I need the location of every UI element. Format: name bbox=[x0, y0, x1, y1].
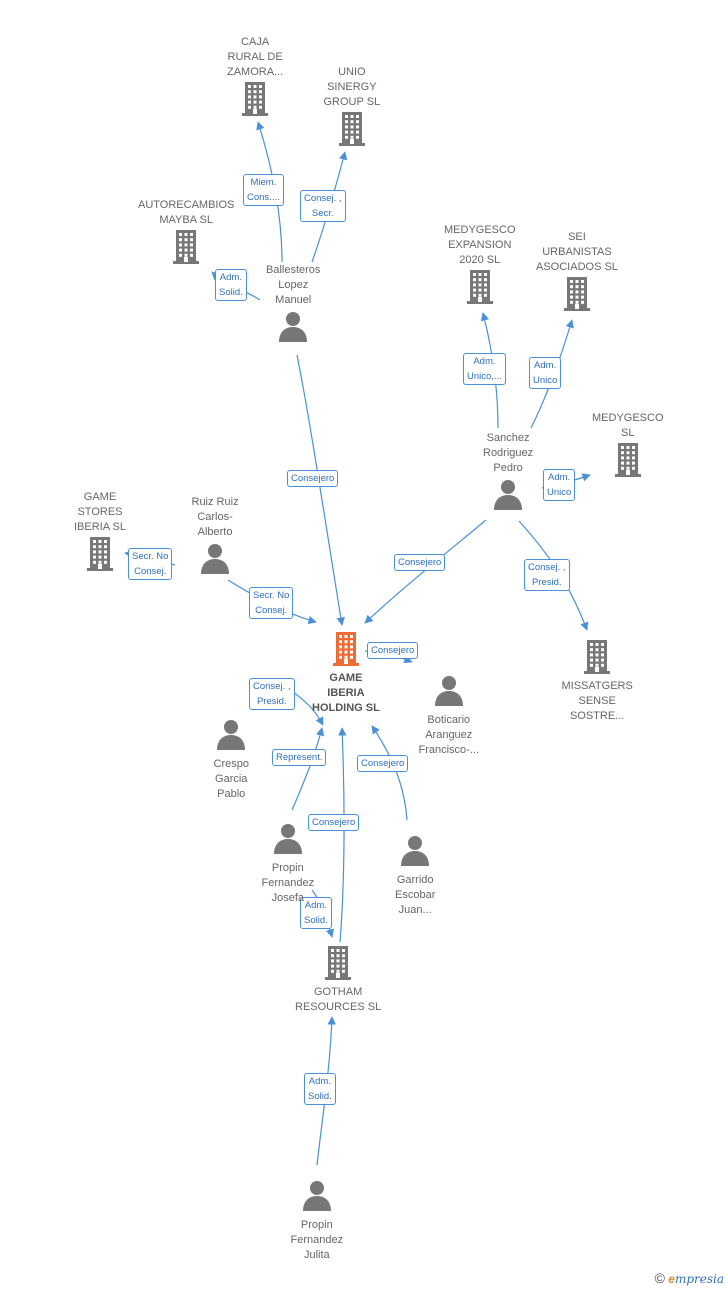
building-icon bbox=[238, 80, 272, 121]
person-icon bbox=[271, 820, 305, 861]
building-glyph bbox=[466, 270, 493, 304]
person-icon bbox=[432, 672, 466, 713]
node-caja[interactable]: CAJA RURAL DE ZAMORA... bbox=[227, 35, 283, 121]
person-icon bbox=[198, 540, 232, 581]
edge-role-label[interactable]: Consej. , Presid. bbox=[524, 559, 570, 591]
edge-role-label[interactable]: Secr. No Consej. bbox=[249, 587, 294, 619]
node-label: SEI URBANISTAS ASOCIADOS SL bbox=[536, 231, 618, 273]
building-glyph bbox=[614, 443, 641, 477]
person-glyph bbox=[401, 836, 430, 866]
edge-role-label[interactable]: Consejero bbox=[394, 554, 446, 571]
building-glyph bbox=[86, 537, 113, 571]
edge-line bbox=[338, 727, 347, 943]
person-icon bbox=[398, 832, 432, 873]
building-glyph bbox=[338, 112, 365, 146]
node-crespo[interactable]: Crespo Garcia Pablo bbox=[214, 716, 249, 802]
node-label: Garrido Escobar Juan... bbox=[395, 874, 436, 916]
person-glyph bbox=[201, 544, 230, 574]
node-label: CAJA RURAL DE ZAMORA... bbox=[227, 36, 284, 78]
edge-role-label[interactable]: Consej. , Secr. bbox=[300, 190, 346, 222]
node-label: Ruiz Ruiz Carlos- Alberto bbox=[191, 496, 239, 538]
building-icon bbox=[169, 228, 203, 269]
edge-role-label[interactable]: Adm. Solid. bbox=[304, 1073, 336, 1105]
edge-role-label[interactable]: Consejero bbox=[287, 470, 339, 487]
building-icon bbox=[83, 535, 117, 576]
building-glyph bbox=[242, 82, 269, 116]
edge-role-label[interactable]: Adm. Unico bbox=[543, 469, 576, 501]
node-boticario[interactable]: Boticario Aranguez Francisco-... bbox=[418, 672, 480, 758]
edge-role-label[interactable]: Adm. Unico,... bbox=[463, 353, 506, 385]
empresia-logo[interactable]: © empresia bbox=[655, 1270, 724, 1286]
edge-role-label[interactable]: Adm. Unico bbox=[529, 357, 562, 389]
edge-role-label[interactable]: Secr. No Consej. bbox=[128, 548, 173, 580]
person-icon bbox=[491, 476, 525, 517]
person-glyph bbox=[279, 312, 308, 342]
node-autorecambios[interactable]: AUTORECAMBIOS MAYBA SL bbox=[138, 198, 234, 269]
edge-role-label[interactable]: Represent. bbox=[272, 749, 327, 766]
node-ballesteros[interactable]: Ballesteros Lopez Manuel bbox=[266, 263, 320, 349]
edge-role-label[interactable]: Consej. , Presid. bbox=[249, 678, 295, 710]
node-propin-julita[interactable]: Propin Fernandez Julita bbox=[290, 1177, 344, 1263]
node-propin-josefa[interactable]: Propin Fernandez Josefa bbox=[261, 820, 315, 906]
node-label: MEDYGESCO SL bbox=[592, 412, 664, 439]
node-label: Sanchez Rodriguez Pedro bbox=[483, 432, 534, 474]
node-sei[interactable]: SEI URBANISTAS ASOCIADOS SL bbox=[536, 230, 618, 316]
node-label: Boticario Aranguez Francisco-... bbox=[418, 714, 480, 756]
building-icon bbox=[321, 944, 355, 985]
person-glyph bbox=[273, 824, 302, 854]
node-label: GAME STORES IBERIA SL bbox=[74, 491, 126, 533]
node-medygesco[interactable]: MEDYGESCO SL bbox=[592, 411, 664, 482]
person-icon bbox=[276, 308, 310, 349]
node-unio[interactable]: UNIO SINERGY GROUP SL bbox=[323, 65, 381, 151]
node-label: MEDYGESCO EXPANSION 2020 SL bbox=[444, 224, 516, 266]
building-icon bbox=[463, 268, 497, 309]
node-medygesco-exp[interactable]: MEDYGESCO EXPANSION 2020 SL bbox=[444, 223, 516, 309]
person-icon bbox=[214, 716, 248, 757]
person-glyph bbox=[494, 480, 523, 510]
edge-line bbox=[291, 727, 325, 811]
edge-role-label[interactable]: Miem. Cons.... bbox=[243, 174, 284, 206]
person-glyph bbox=[434, 676, 463, 706]
building-icon bbox=[611, 441, 645, 482]
node-label: MISSATGERS SENSE SOSTRE... bbox=[561, 680, 633, 722]
edge-line bbox=[371, 725, 408, 821]
building-icon bbox=[580, 638, 614, 679]
edge-role-label[interactable]: Consejero bbox=[308, 814, 360, 831]
building-glyph bbox=[332, 632, 359, 666]
copyright-symbol: © bbox=[654, 1270, 665, 1286]
edge-role-label[interactable]: Consejero bbox=[367, 642, 419, 659]
building-icon bbox=[335, 110, 369, 151]
building-glyph bbox=[563, 277, 590, 311]
node-label: GAME IBERIA HOLDING SL bbox=[312, 672, 380, 714]
person-icon bbox=[300, 1177, 334, 1218]
node-game-iberia[interactable]: GAME IBERIA HOLDING SL bbox=[312, 630, 380, 716]
node-garrido[interactable]: Garrido Escobar Juan... bbox=[395, 832, 435, 918]
building-glyph bbox=[584, 640, 611, 674]
node-label: Propin Fernandez Julita bbox=[290, 1219, 344, 1261]
building-icon bbox=[560, 275, 594, 316]
edge-role-label[interactable]: Adm. Solid. bbox=[300, 897, 332, 929]
node-label: Propin Fernandez Josefa bbox=[261, 862, 315, 904]
edge-line bbox=[364, 519, 487, 624]
node-missatgers[interactable]: MISSATGERS SENSE SOSTRE... bbox=[562, 638, 633, 724]
person-glyph bbox=[217, 720, 246, 750]
building-glyph bbox=[173, 230, 200, 264]
node-label: AUTORECAMBIOS MAYBA SL bbox=[138, 199, 235, 226]
node-game-stores[interactable]: GAME STORES IBERIA SL bbox=[74, 490, 126, 576]
brand-initial: e bbox=[668, 1272, 675, 1286]
building-icon bbox=[329, 630, 363, 671]
edge-role-label[interactable]: Adm. Solid. bbox=[215, 269, 247, 301]
node-label: UNIO SINERGY GROUP SL bbox=[323, 66, 381, 108]
building-glyph bbox=[325, 946, 352, 980]
edge-line bbox=[296, 354, 345, 626]
node-ruiz[interactable]: Ruiz Ruiz Carlos- Alberto bbox=[192, 495, 239, 581]
edge-role-label[interactable]: Consejero bbox=[357, 755, 409, 772]
person-glyph bbox=[302, 1181, 331, 1211]
node-gotham[interactable]: GOTHAM RESOURCES SL bbox=[295, 944, 381, 1015]
node-sanchez[interactable]: Sanchez Rodriguez Pedro bbox=[483, 431, 533, 517]
node-label: Ballesteros Lopez Manuel bbox=[266, 264, 321, 306]
node-label: GOTHAM RESOURCES SL bbox=[295, 986, 382, 1013]
node-label: Crespo Garcia Pablo bbox=[213, 758, 249, 800]
brand-name: mpresia bbox=[674, 1272, 724, 1286]
